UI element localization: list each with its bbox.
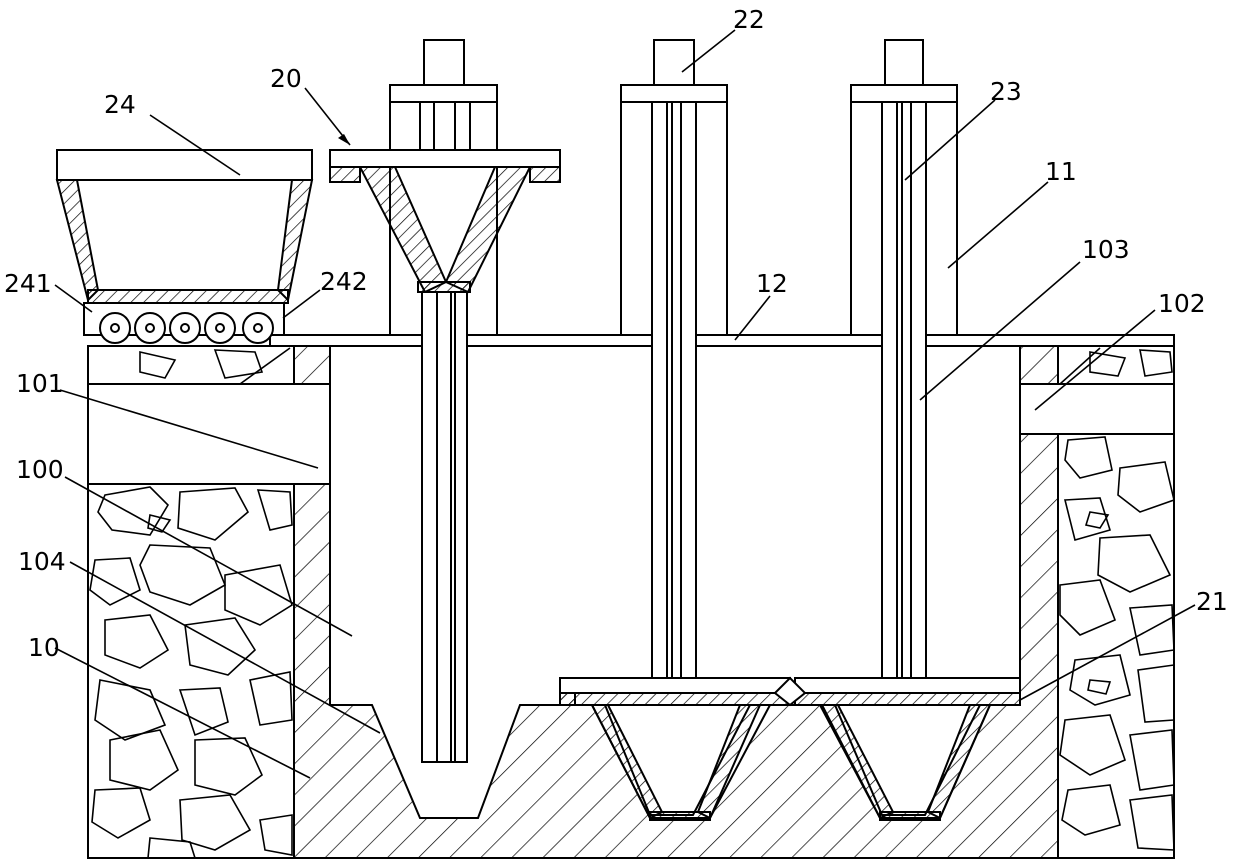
label-12: 12 [756, 269, 788, 298]
label-102: 102 [1158, 289, 1206, 318]
left-soil [87, 345, 295, 859]
label-24: 24 [104, 90, 136, 119]
left-wall-top [293, 345, 331, 385]
label-22: 22 [733, 5, 765, 34]
label-23: 23 [990, 77, 1022, 106]
label-242: 242 [320, 267, 368, 296]
label-104: 104 [18, 547, 66, 576]
label-21: 21 [1196, 587, 1228, 616]
rod-column-right [850, 39, 958, 679]
bin-assembly [55, 149, 314, 344]
cone-molds [559, 676, 1021, 821]
reference-labels: 24 20 22 23 11 103 102 12 241 242 101 10… [4, 5, 1228, 662]
label-11: 11 [1045, 157, 1077, 186]
label-241: 241 [4, 269, 52, 298]
label-103: 103 [1082, 235, 1130, 264]
leader-lines [54, 29, 1196, 779]
feed-column [329, 39, 561, 763]
rod-column-middle [620, 39, 728, 679]
label-20: 20 [270, 64, 302, 93]
right-opening [1019, 383, 1175, 435]
label-101: 101 [16, 369, 64, 398]
label-100: 100 [16, 455, 64, 484]
left-opening [87, 383, 331, 485]
right-wall-top [1019, 345, 1059, 385]
label-10: 10 [28, 633, 60, 662]
top-plate [269, 334, 1175, 347]
